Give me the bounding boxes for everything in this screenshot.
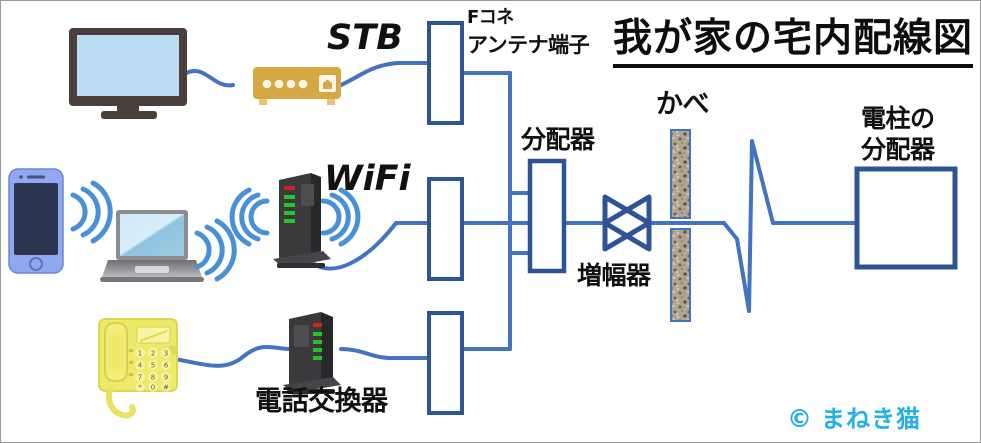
svg-text:*: * — [138, 383, 142, 391]
label-antenna-terminal: アンテナ端子 — [467, 33, 590, 57]
wifi-signal-laptop — [194, 218, 237, 282]
wifi-signal-router-left — [229, 187, 270, 247]
svg-text:1: 1 — [138, 350, 142, 358]
antenna-terminal-middle — [427, 177, 464, 281]
svg-text:9: 9 — [164, 374, 168, 382]
cable-network — [167, 61, 858, 368]
label-splitter: 分配器 — [521, 125, 595, 154]
label-stb: STB — [327, 18, 403, 58]
antenna-terminal-bottom — [427, 311, 464, 415]
cable-overhead-drop — [722, 139, 775, 313]
label-pole-splitter-line2: 分配器 — [861, 135, 935, 164]
laptop-device — [100, 210, 204, 282]
copyright-icon: © — [787, 404, 813, 433]
svg-text:5: 5 — [151, 362, 155, 370]
antenna-terminal-group — [427, 21, 464, 415]
svg-text:4: 4 — [138, 362, 143, 370]
amplifier-symbol — [602, 194, 652, 252]
page-title: 我が家の宅内配線図 — [613, 7, 974, 68]
cable-tv-to-stb — [184, 69, 235, 88]
telephone-device: 1 2 3 4 5 6 7 8 9 * 0 # — [98, 318, 178, 419]
wall-upper-section — [670, 129, 691, 219]
cable-phone-to-exchange — [167, 344, 293, 368]
cable-exchange-to-terminal-bottom — [339, 347, 430, 361]
svg-text:7: 7 — [138, 374, 142, 382]
wifi-signal-phone — [70, 180, 113, 244]
cable-router-to-terminal-mid — [305, 221, 430, 271]
cable-stb-to-terminal-top — [339, 61, 430, 87]
label-pole-splitter-line1: 電柱の — [861, 104, 935, 133]
svg-text:2: 2 — [151, 350, 155, 358]
copyright-name: まねき猫 — [821, 405, 921, 433]
label-wall: かべ — [656, 89, 710, 120]
wall-lower-section — [670, 228, 691, 322]
svg-text:3: 3 — [164, 350, 168, 358]
svg-text:8: 8 — [151, 374, 155, 382]
wall-group — [670, 129, 691, 322]
smartphone-device — [8, 168, 64, 274]
svg-text:#: # — [163, 383, 169, 391]
svg-text:0: 0 — [151, 383, 155, 391]
wifi-signal-router-right — [320, 187, 361, 247]
wifi-router-device — [273, 173, 331, 268]
set-top-box-device — [253, 67, 341, 105]
antenna-terminal-top — [427, 21, 464, 125]
splitter-box — [527, 158, 567, 274]
label-phone-exchange: 電話交換器 — [255, 386, 388, 417]
tv-device — [69, 28, 187, 119]
phone-exchange-device — [283, 312, 341, 394]
label-f-connector: Fコネ — [467, 7, 514, 28]
label-wifi: WiFi — [324, 159, 411, 199]
pole-splitter-box — [854, 166, 958, 270]
copyright-notice: © まねき猫 — [787, 399, 921, 434]
label-amplifier: 増幅器 — [577, 261, 651, 290]
svg-text:6: 6 — [164, 362, 169, 370]
